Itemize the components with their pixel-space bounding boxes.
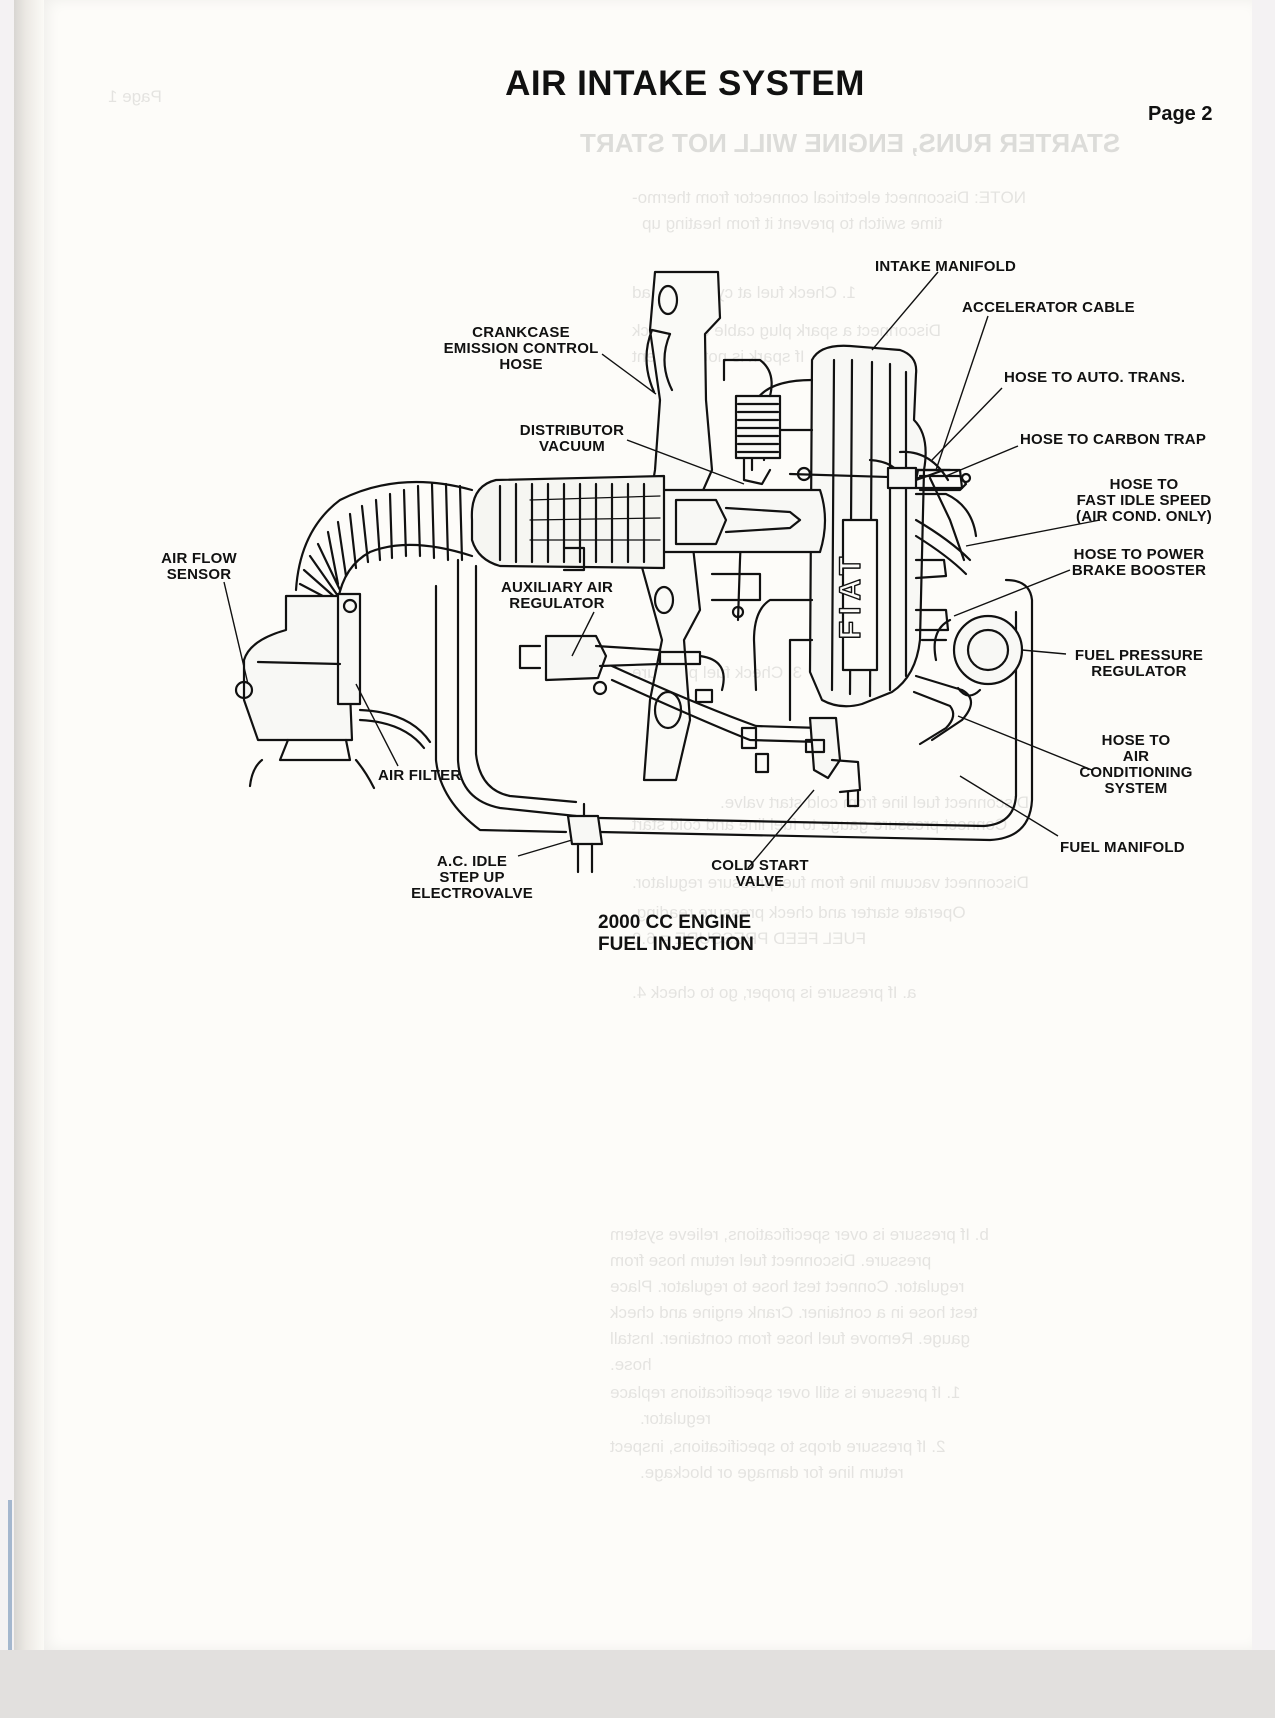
label-hose-carbon-trap: HOSE TO CARBON TRAP — [1020, 431, 1207, 448]
leader-fuel-reg — [1021, 649, 1067, 655]
label-air-flow-sensor: AIR FLOW SENSOR — [161, 550, 237, 583]
throttle-body — [658, 488, 827, 554]
label-ac-idle-electrovalve: A.C. IDLE STEP UP ELECTROVALVE — [411, 853, 533, 902]
air-intake-boot — [470, 474, 666, 570]
label-distributor-vacuum: DISTRIBUTOR VACUUM — [519, 422, 625, 455]
label-fuel-manifold: FUEL MANIFOLD — [1060, 839, 1185, 856]
misc-fittings — [562, 546, 770, 774]
label-crankcase-hose: CRANKCASE EMISSION CONTROL HOSE — [443, 324, 599, 373]
leader-distributor — [626, 439, 745, 485]
hose-runs — [434, 558, 1034, 842]
label-hose-fast-idle: HOSE TO FAST IDLE SPEED (AIR COND. ONLY) — [1076, 476, 1212, 525]
leader-auto-trans — [931, 387, 1003, 461]
page-title: AIR INTAKE SYSTEM — [505, 64, 865, 103]
label-fuel-pressure-regulator: FUEL PRESSURE REGULATOR — [1074, 647, 1204, 680]
leader-accelerator — [935, 315, 989, 471]
label-intake-manifold: INTAKE MANIFOLD — [875, 258, 1017, 275]
label-hose-auto-trans: HOSE TO AUTO. TRANS. — [1004, 369, 1186, 386]
ac-idle-electrovalve — [566, 802, 604, 874]
cover-edge — [8, 1500, 12, 1650]
leader-carbon-trap — [945, 445, 1019, 477]
label-auxiliary-air-regulator: AUXILIARY AIR REGULATOR — [500, 579, 614, 612]
distributor — [722, 358, 782, 486]
flex-hose — [294, 480, 474, 606]
air-flow-sensor-housing — [234, 592, 432, 790]
accelerator-cable — [788, 466, 968, 492]
leader-air-filter — [355, 683, 399, 767]
label-hose-power-brake: HOSE TO POWER BRAKE BOOSTER — [1071, 546, 1207, 579]
page-sheet — [38, 0, 1252, 1650]
label-hose-air-conditioning: HOSE TO AIR CONDITIONING SYSTEM — [1079, 732, 1193, 797]
leader-aux-air — [571, 611, 595, 657]
leader-intake-manifold — [871, 271, 939, 351]
leader-power-brake — [953, 569, 1071, 617]
diagram-caption: 2000 CC ENGINE FUEL INJECTION — [598, 912, 754, 955]
intake-plenum: FIAT — [736, 344, 927, 722]
auxiliary-air-regulator — [518, 634, 725, 696]
label-accelerator-cable: ACCELERATOR CABLE — [962, 299, 1135, 316]
label-cold-start-valve: COLD START VALVE — [711, 857, 809, 890]
fuel-pressure-regulator — [920, 614, 1024, 697]
fiat-emblem: FIAT — [834, 551, 867, 639]
scanner-margin — [0, 1650, 1275, 1718]
leader-ac-idle — [517, 839, 573, 857]
leader-fuel-manifold — [959, 775, 1059, 837]
leader-air-flow — [223, 581, 249, 685]
cold-start-valve — [804, 716, 862, 808]
leader-crankcase — [601, 353, 657, 395]
label-air-filter: AIR FILTER — [378, 767, 462, 784]
leader-fast-idle — [965, 519, 1101, 547]
page-number: Page 2 — [1148, 103, 1213, 125]
leader-cold-start — [747, 789, 815, 869]
crankcase-hose — [645, 328, 674, 394]
leader-lines — [223, 271, 1101, 869]
page-binding-edge — [14, 0, 44, 1655]
leader-ac-system — [957, 715, 1093, 771]
